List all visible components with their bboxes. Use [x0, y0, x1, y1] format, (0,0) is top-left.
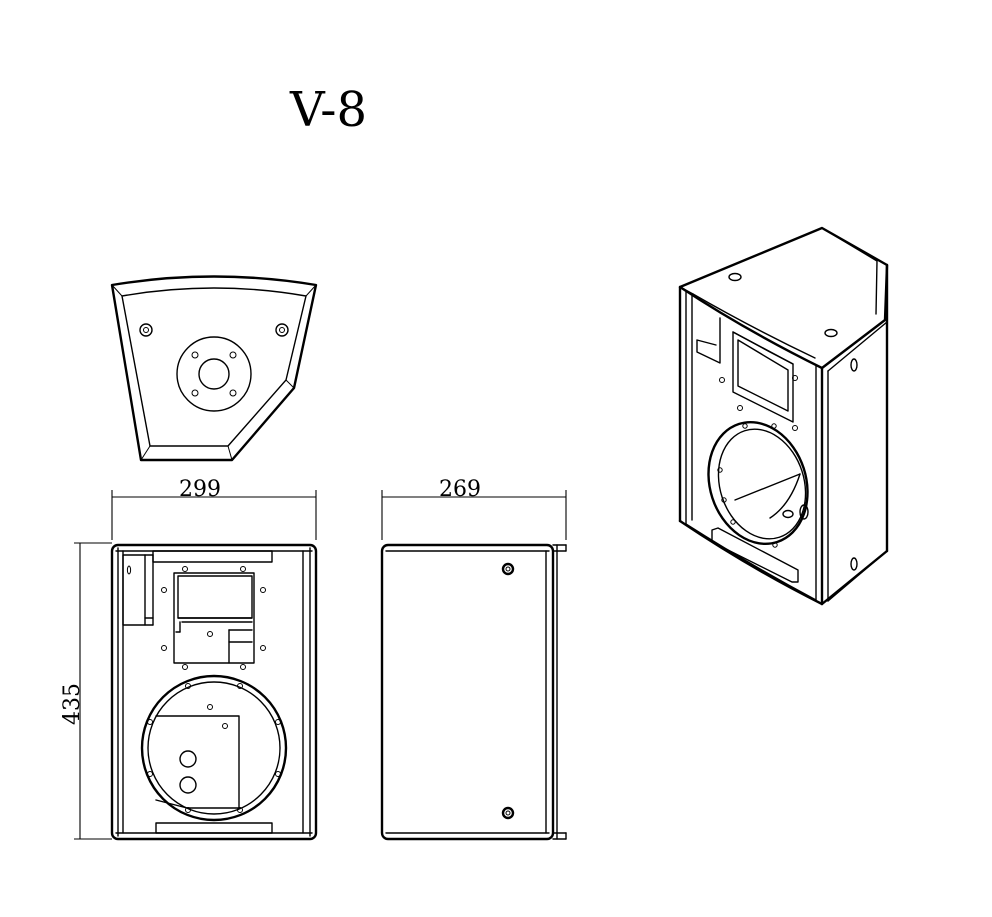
side-view — [380, 543, 567, 841]
mount-hole-icon — [728, 272, 742, 282]
model-title: V-8 — [289, 82, 367, 138]
dimension-depth: 269 — [381, 477, 567, 540]
width-label: 299 — [179, 477, 221, 502]
mount-hole-icon — [275, 323, 289, 337]
isometric-view — [678, 226, 889, 606]
mount-point-icon — [501, 806, 515, 820]
front-view — [110, 543, 318, 841]
mount-point-icon — [501, 562, 515, 576]
dimension-width: 299 — [111, 477, 317, 540]
connector-icon — [179, 750, 197, 768]
woofer-icon — [140, 674, 288, 822]
mount-hole-icon — [139, 323, 153, 337]
height-label: 435 — [60, 683, 85, 725]
dimension-height: 435 — [60, 542, 112, 840]
mount-hole-icon — [824, 328, 838, 338]
pole-socket-icon — [176, 336, 252, 412]
depth-label: 269 — [439, 477, 481, 502]
connector-icon — [179, 776, 197, 794]
top-view — [110, 275, 318, 462]
